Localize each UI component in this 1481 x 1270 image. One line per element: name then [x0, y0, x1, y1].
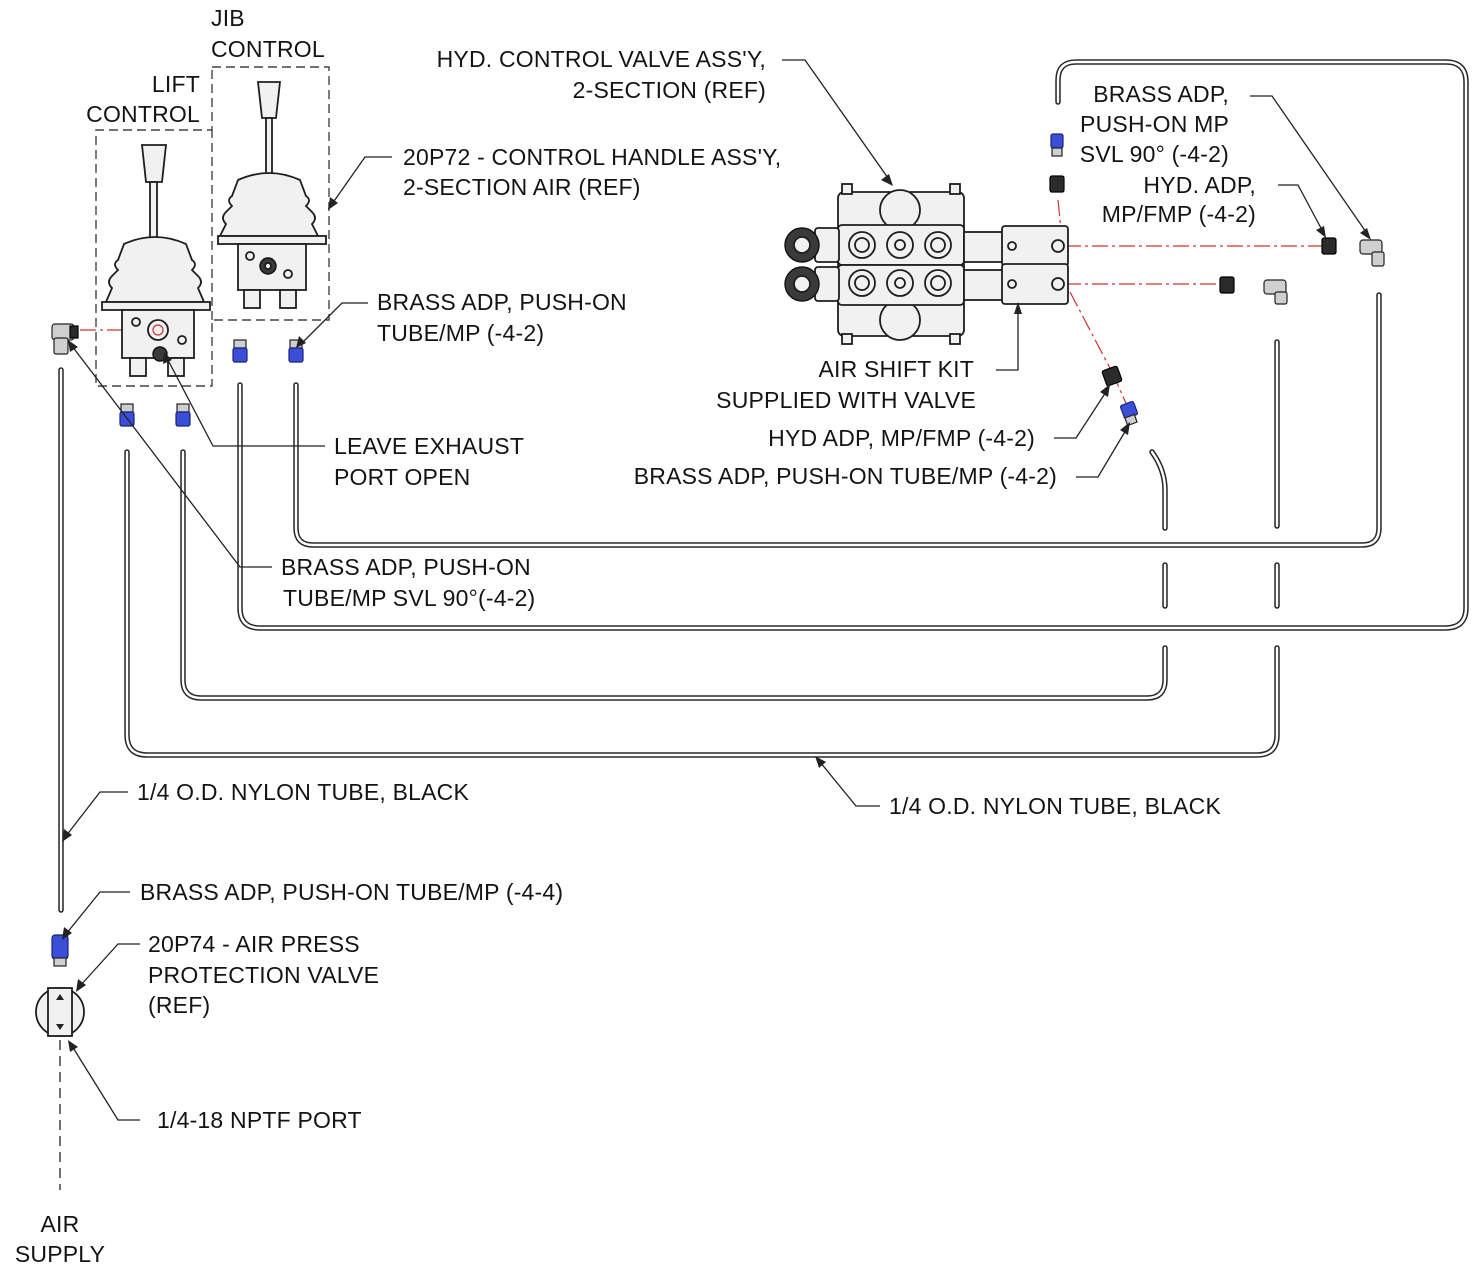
tube-break-segments — [1149, 339, 1280, 609]
air-shift-kit-label-2: SUPPLIED WITH VALVE — [716, 387, 976, 413]
jib-control-handle — [217, 81, 327, 309]
push-on-fitting-top-right — [1050, 133, 1064, 157]
tube-lift-port-2 — [124, 449, 1280, 758]
hyd-control-valve — [784, 183, 1069, 345]
brass-adp-svl90-right-label-2: PUSH-ON MP — [1080, 111, 1229, 137]
jib-control-label-1: JIB — [211, 5, 245, 31]
air-supply-label-2: SUPPLY — [15, 1241, 105, 1267]
tube-lift-port-1 — [180, 449, 1168, 701]
air-press-valve-label-3: (REF) — [148, 992, 210, 1018]
hyd-adp-mid-label: HYD ADP, MP/FMP (-4-2) — [768, 425, 1035, 451]
fittings — [35, 133, 1385, 1190]
air-shift-kit-label-1: AIR SHIFT KIT — [818, 356, 974, 382]
labels: JIB CONTROL LIFT CONTROL HYD. CONTROL VA… — [15, 5, 1256, 1267]
air-press-valve-label-1: 20P74 - AIR PRESS — [148, 931, 360, 957]
hyd-control-valve-label-1: HYD. CONTROL VALVE ASS'Y, — [437, 46, 766, 72]
push-on-fitting-supply — [51, 934, 69, 967]
nylon-tube-bottom-label: 1/4 O.D. NYLON TUBE, BLACK — [889, 793, 1221, 819]
hyd-adp-top-right — [1049, 175, 1065, 193]
control-handle-label-2: 2-SECTION AIR (REF) — [403, 174, 641, 200]
lift-control-label-1: LIFT — [152, 71, 200, 97]
tube-jib-port-2 — [237, 59, 1469, 631]
nptf-port-label: 1/4-18 NPTF PORT — [157, 1107, 362, 1133]
brass-adp-44-label: BRASS ADP, PUSH-ON TUBE/MP (-4-4) — [140, 879, 563, 905]
leader-lines — [62, 59, 1371, 1121]
brass-adp-svl90-left-label-1: BRASS ADP, PUSH-ON — [281, 554, 531, 580]
air-supply-label-1: AIR — [41, 1211, 80, 1237]
hyd-adp-right-label-2: MP/FMP (-4-2) — [1102, 201, 1256, 227]
control-boxes — [95, 66, 330, 387]
leave-exhaust-label-1: LEAVE EXHAUST — [334, 433, 524, 459]
nylon-tubes — [58, 59, 1469, 913]
air-press-valve-label-2: PROTECTION VALVE — [148, 962, 379, 988]
brass-adp-svl90-left-fitting — [51, 323, 79, 355]
jib-control-label-2: CONTROL — [211, 36, 325, 62]
tube-jib-port-1 — [293, 292, 1382, 548]
brass-adp-svl90-right-fitting-2 — [1263, 279, 1288, 305]
hyd-adp-right-2 — [1219, 276, 1235, 294]
brass-adp-svl90-right-label-1: BRASS ADP, — [1093, 81, 1229, 107]
brass-adp-mid-label: BRASS ADP, PUSH-ON TUBE/MP (-4-2) — [634, 463, 1057, 489]
push-on-fitting-lift-2 — [175, 403, 191, 427]
lift-control-handle — [101, 144, 211, 377]
brass-adp-svl90-right-fitting — [1359, 239, 1385, 267]
air-press-protection-valve — [35, 987, 85, 1037]
leave-exhaust-label-2: PORT OPEN — [334, 464, 470, 490]
hyd-adp-right-1 — [1321, 237, 1337, 255]
brass-adp-top-label-2: TUBE/MP (-4-2) — [377, 320, 544, 346]
lift-control-label-2: CONTROL — [86, 101, 200, 127]
push-on-fitting-lift-1 — [119, 403, 135, 427]
brass-adp-top-label-1: BRASS ADP, PUSH-ON — [377, 289, 627, 315]
push-on-fitting-mid — [1119, 400, 1139, 427]
brass-adp-svl90-right-label-3: SVL 90° (-4-2) — [1080, 141, 1229, 167]
hyd-adp-right-label-1: HYD. ADP, — [1143, 172, 1256, 198]
nylon-tube-left-label: 1/4 O.D. NYLON TUBE, BLACK — [137, 779, 469, 805]
push-on-fitting-jib-1 — [232, 339, 248, 363]
brass-adp-svl90-left-label-2: TUBE/MP SVL 90°(-4-2) — [283, 585, 535, 611]
hyd-control-valve-label-2: 2-SECTION (REF) — [573, 77, 766, 103]
control-handle-label-1: 20P72 - CONTROL HANDLE ASS'Y, — [403, 144, 781, 170]
hyd-adp-mid-fitting — [1101, 365, 1123, 387]
